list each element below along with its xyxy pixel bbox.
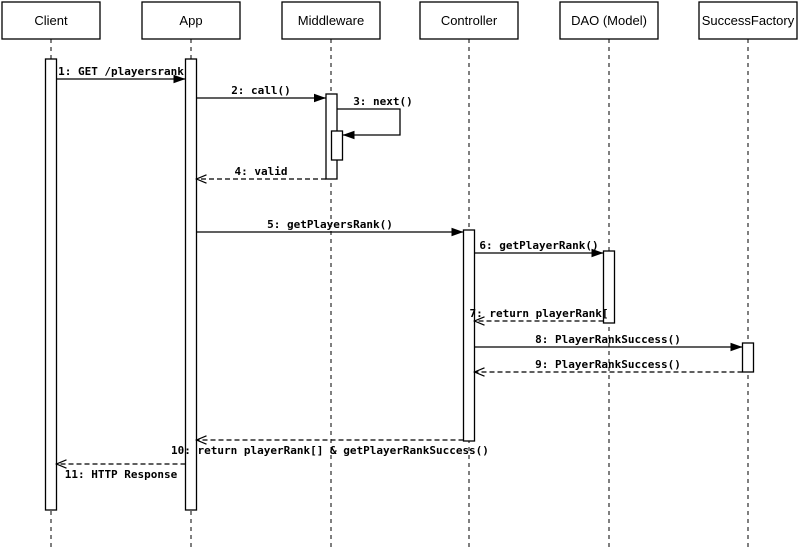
participant-label-dao-model: DAO (Model)	[571, 13, 647, 28]
arrowhead-filled-8	[730, 342, 743, 352]
arrowhead-filled-5	[451, 227, 464, 237]
participant-label-success-factory: SuccessFactory	[702, 13, 795, 28]
message-label-2: 2: call()	[231, 84, 291, 97]
message-label-3: 3: next()	[353, 95, 413, 108]
arrowhead-filled-1	[173, 74, 186, 84]
participant-box-controller	[419, 1, 519, 40]
participant-label-client: Client	[34, 13, 68, 28]
arrowhead-filled-3	[342, 130, 355, 140]
participant-label-controller: Controller	[441, 13, 498, 28]
message-line-3	[337, 108, 401, 136]
participant-label-middleware: Middleware	[298, 13, 364, 28]
message-label-7: 7: return playerRank[	[469, 307, 608, 320]
activation-app	[184, 58, 198, 511]
message-label-10: 10: return playerRank[] & getPlayerRankS…	[171, 444, 489, 457]
participant-label-app: App	[179, 13, 202, 28]
message-label-6: 6: getPlayerRank()	[479, 239, 598, 252]
participant-box-client	[1, 1, 101, 40]
message-label-8: 8: PlayerRankSuccess()	[535, 333, 681, 346]
activation-controller	[462, 229, 476, 442]
message-label-11: 11: HTTP Response	[65, 468, 178, 481]
arrowhead-open-7	[472, 316, 485, 326]
activation-dao-model	[602, 250, 616, 324]
arrowhead-open-4	[194, 174, 207, 184]
arrowhead-open-10	[194, 435, 207, 445]
message-label-1: 1: GET /playersrank	[58, 65, 184, 78]
activation-success-factory	[741, 342, 755, 373]
participant-box-dao-model	[559, 1, 659, 40]
participant-box-success-factory	[698, 1, 798, 40]
arrowhead-filled-6	[591, 248, 604, 258]
activation-client	[44, 58, 58, 511]
arrowhead-open-11	[54, 459, 67, 469]
participant-box-app	[141, 1, 241, 40]
arrowhead-filled-2	[314, 93, 326, 103]
message-label-4: 4: valid	[235, 165, 288, 178]
activation-middleware-nested	[330, 130, 344, 161]
arrowhead-open-9	[472, 367, 485, 377]
message-label-5: 5: getPlayersRank()	[267, 218, 393, 231]
message-label-9: 9: PlayerRankSuccess()	[535, 358, 681, 371]
participant-box-middleware	[281, 1, 381, 40]
